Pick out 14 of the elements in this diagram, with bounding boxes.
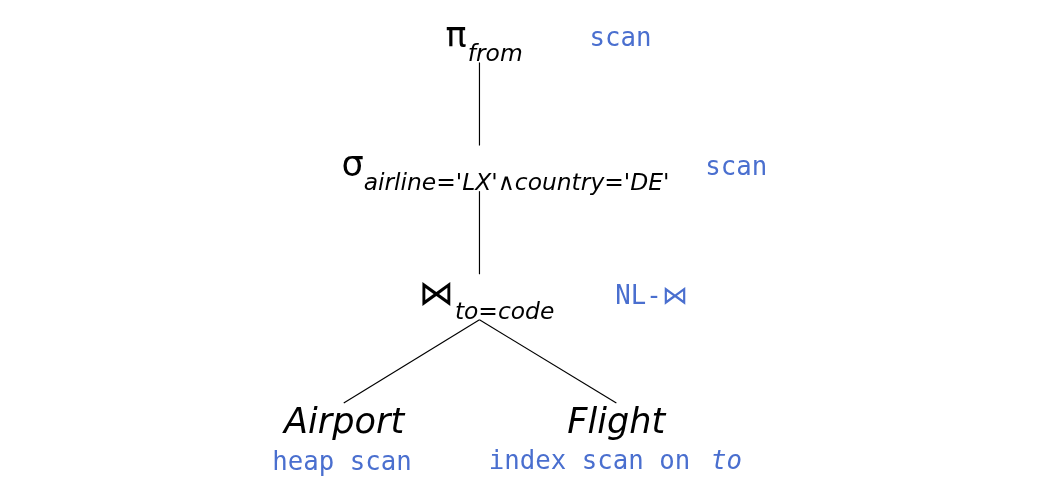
node-label: NL-⋈ — [615, 279, 688, 310]
connector — [478, 319, 617, 404]
node-label: heap scan — [272, 446, 412, 477]
node-text: Flight — [567, 400, 666, 442]
node-text: π$_{from}$ — [445, 14, 523, 68]
connector — [343, 319, 481, 404]
node-label: scan — [705, 150, 768, 181]
connector — [478, 190, 481, 275]
node-text: Airport — [284, 400, 405, 442]
node-text: ⋈$_{to=code}$ — [418, 271, 555, 325]
connector — [478, 61, 481, 147]
node-label: scan — [589, 22, 652, 53]
node-label: index scan on to — [488, 445, 743, 476]
node-text: σ$_{airline='LX'∧country='DE'}$ — [341, 142, 670, 196]
